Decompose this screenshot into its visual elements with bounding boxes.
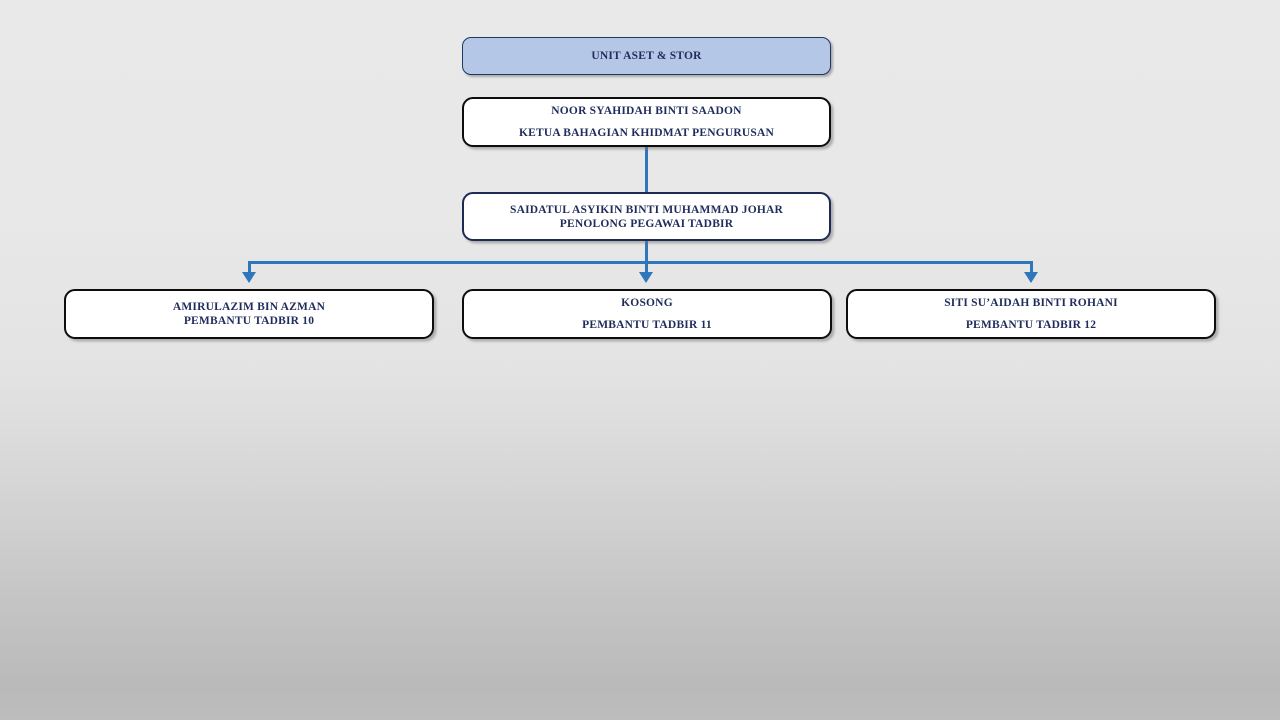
node-pembantu-tadbir-10[interactable]: AMIRULAZIM BIN AZMAN PEMBANTU TADBIR 10 (64, 289, 434, 339)
node-ketua-bahagian-name: NOOR SYAHIDAH BINTI SAADON (551, 105, 742, 117)
connector-drop-right (1030, 261, 1033, 276)
node-pembantu-tadbir-10-name: AMIRULAZIM BIN AZMAN (172, 301, 326, 313)
connector-drop-left (248, 261, 251, 276)
node-pembantu-tadbir-12[interactable]: SITI SU’AIDAH BINTI ROHANI PEMBANTU TADB… (846, 289, 1216, 339)
node-pembantu-tadbir-11-name: KOSONG (621, 297, 673, 309)
node-pembantu-tadbir-12-name: SITI SU’AIDAH BINTI ROHANI (944, 297, 1118, 309)
arrowhead-right-icon (1024, 272, 1038, 283)
connector-drop-middle (645, 261, 648, 276)
arrowhead-middle-icon (639, 272, 653, 283)
connector-ketua-to-penolong (645, 147, 648, 192)
node-penolong-pegawai-tadbir-name: SAIDATUL ASYIKIN BINTI MUHAMMAD JOHAR (510, 203, 783, 216)
node-penolong-pegawai-tadbir-position: PENOLONG PEGAWAI TADBIR (559, 217, 734, 230)
connector-horizontal-bus (248, 261, 1033, 264)
node-pembantu-tadbir-10-position: PEMBANTU TADBIR 10 (183, 315, 315, 327)
node-pembantu-tadbir-11-position: PEMBANTU TADBIR 11 (582, 319, 712, 331)
node-pembantu-tadbir-12-position: PEMBANTU TADBIR 12 (965, 319, 1097, 331)
node-unit-aset-stor[interactable]: UNIT ASET & STOR (462, 37, 831, 75)
node-ketua-bahagian-position: KETUA BAHAGIAN KHIDMAT PENGURUSAN (518, 127, 775, 139)
node-penolong-pegawai-tadbir[interactable]: SAIDATUL ASYIKIN BINTI MUHAMMAD JOHAR PE… (462, 192, 831, 241)
node-ketua-bahagian[interactable]: NOOR SYAHIDAH BINTI SAADON KETUA BAHAGIA… (462, 97, 831, 147)
node-pembantu-tadbir-11[interactable]: KOSONG PEMBANTU TADBIR 11 (462, 289, 832, 339)
arrowhead-left-icon (242, 272, 256, 283)
node-unit-aset-stor-line-1: UNIT ASET & STOR (591, 50, 702, 62)
connector-penolong-stem (645, 241, 648, 263)
